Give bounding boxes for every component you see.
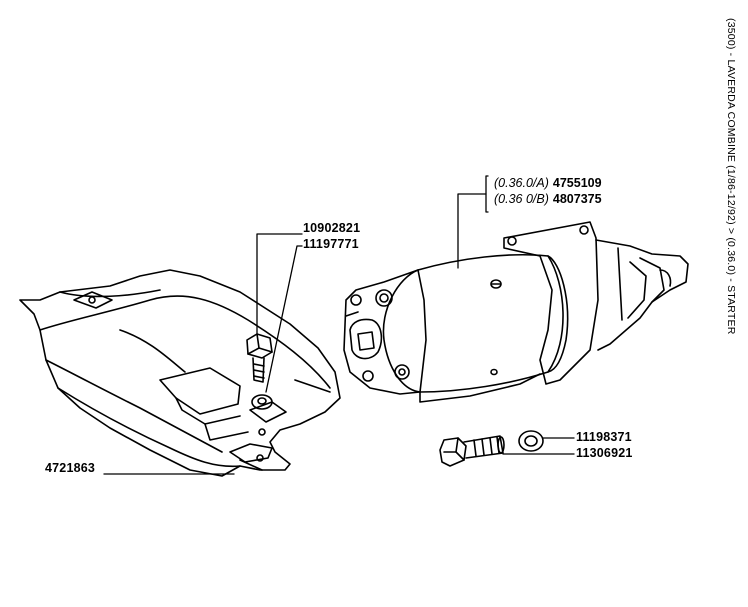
- lower-bolt-drawing: [439, 435, 505, 467]
- upper-washer-drawing: [251, 394, 273, 410]
- starter-variant-b: (0.36 0/B)4807375: [494, 192, 602, 206]
- lower-washer-drawing: [518, 430, 544, 452]
- part-number-bolt-upper: 10902821: [303, 221, 361, 235]
- starter-motor-drawing: [343, 221, 689, 403]
- upper-bolt-drawing: [246, 333, 273, 383]
- variant-part-number: 4807375: [552, 192, 602, 206]
- starter-cover-shield: [19, 269, 341, 477]
- variant-ref: (0.36 0/B): [494, 192, 549, 206]
- part-number-bolt-lower: 11306921: [576, 446, 633, 460]
- part-number-cover: 4721863: [45, 461, 96, 475]
- starter-variant-a: (0.36.0/A)4755109: [494, 176, 602, 190]
- variant-part-number: 4755109: [552, 176, 602, 190]
- catalog-section-title: (3500) - LAVERDA COMBINE (1/86-12/92) > …: [725, 18, 737, 335]
- part-number-washer-lower: 11198371: [576, 430, 632, 444]
- variant-ref: (0.36.0/A): [494, 176, 549, 190]
- part-number-washer-upper: 11197771: [303, 237, 359, 251]
- leader-lines: [103, 175, 575, 475]
